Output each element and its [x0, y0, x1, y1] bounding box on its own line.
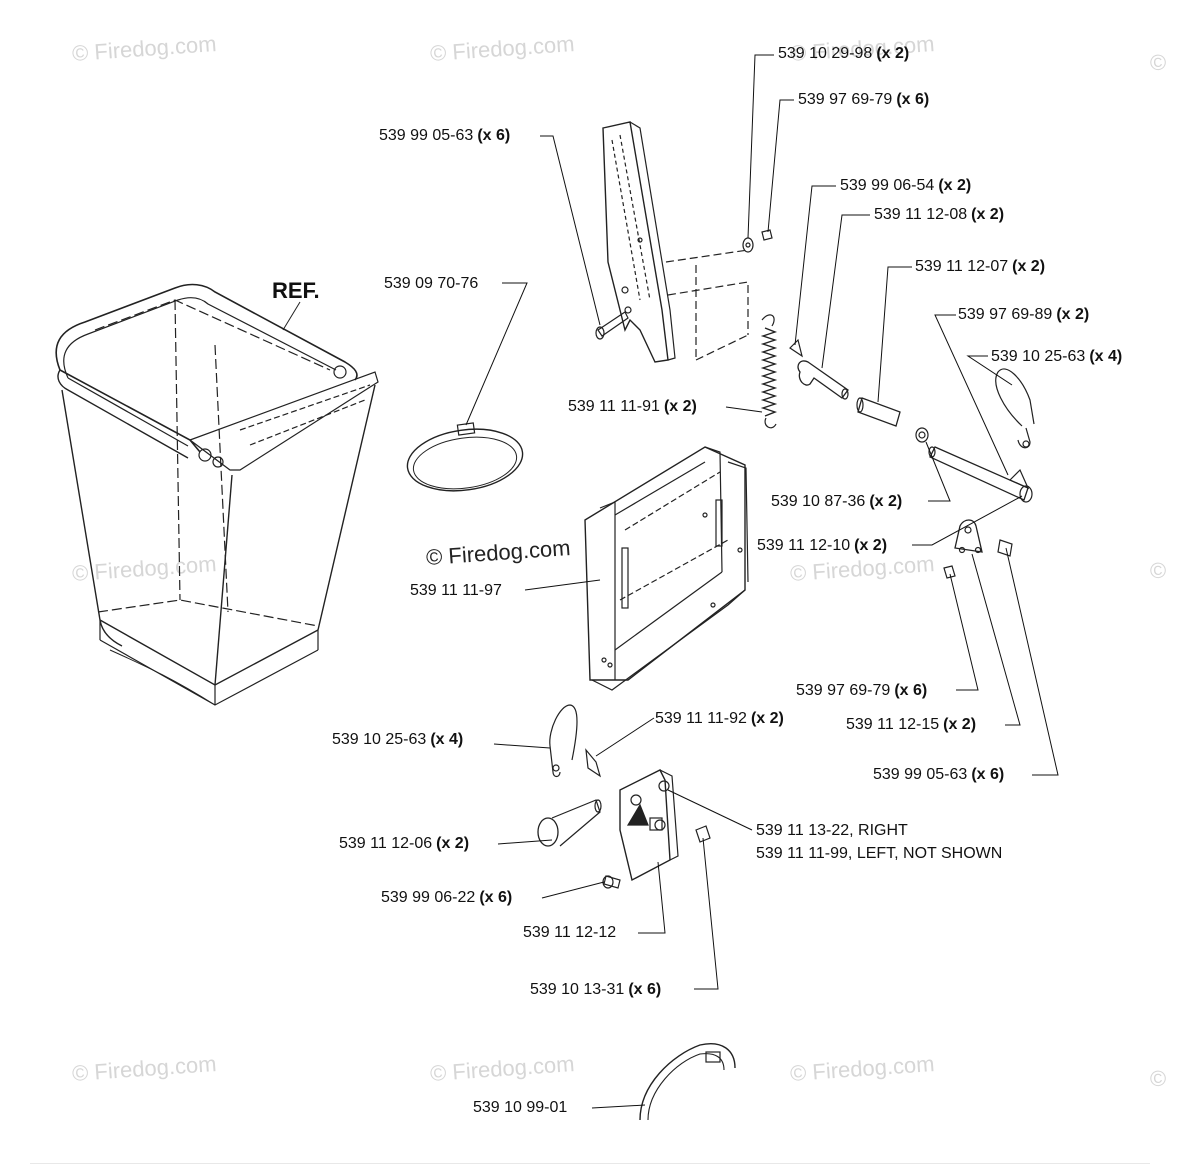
callout-539-10-25-63-lower: 539 10 25-63(x 4)	[332, 732, 463, 748]
callout-539-10-29-98: 539 10 29-98(x 2)	[778, 46, 909, 62]
part-number: 539 10 13-31	[530, 981, 625, 998]
quantity: (x 4)	[1089, 348, 1123, 365]
hose-clamp-lower	[639, 1043, 736, 1121]
hair-pin	[789, 338, 803, 358]
bolt-upper	[595, 311, 629, 340]
part-number: 539 11 11-99, LEFT, NOT SHOWN	[756, 845, 1003, 862]
quantity: (x 2)	[1012, 258, 1046, 275]
nut-right	[943, 565, 956, 579]
hair-pin-lower	[585, 748, 602, 778]
callout-539-99-06-54: 539 99 06-54(x 2)	[840, 178, 971, 194]
callout-539-97-69-89: 539 97 69-89(x 2)	[958, 307, 1089, 323]
callout-539-99-05-63-lower: 539 99 05-63(x 6)	[873, 767, 1004, 783]
part-number: 539 10 99-01	[473, 1099, 568, 1116]
callout-539-11-12-15: 539 11 12-15(x 2)	[846, 717, 976, 733]
quantity: (x 6)	[971, 766, 1005, 783]
callout-539-11-12-06: 539 11 12-06(x 2)	[339, 836, 469, 852]
hose-clamp-upper	[406, 422, 524, 492]
part-number: 539 11 12-12	[523, 924, 617, 941]
cotter-pin	[1008, 468, 1030, 490]
quantity: (x 2)	[854, 537, 888, 554]
quantity: (x 6)	[628, 981, 662, 998]
collection-bag	[55, 283, 379, 706]
part-number: 539 11 13-22, RIGHT	[756, 822, 908, 839]
part-number: 539 99 05-63	[379, 127, 474, 144]
bolt-right	[997, 539, 1013, 557]
part-number: 539 10 29-98	[778, 45, 873, 62]
bent-rod	[797, 360, 849, 400]
callout-539-11-11-91: 539 11 11-91(x 2)	[568, 399, 697, 415]
callout-539-97-69-79-lower: 539 97 69-79(x 6)	[796, 683, 927, 699]
quantity: (x 2)	[943, 716, 977, 733]
callout-539-11-12-10: 539 11 12-10(x 2)	[757, 538, 887, 554]
part-number: 539 97 69-79	[796, 682, 891, 699]
bottom-rule	[30, 1163, 1150, 1164]
part-number: 539 99 06-54	[840, 177, 935, 194]
part-number: 539 97 69-79	[798, 91, 893, 108]
callout-539-11-11-92: 539 11 11-92(x 2)	[655, 711, 784, 727]
part-number: 539 97 69-89	[958, 306, 1053, 323]
callout-539-10-87-36: 539 10 87-36(x 2)	[771, 494, 902, 510]
mount-plate	[602, 121, 749, 363]
quantity: (x 2)	[750, 710, 784, 727]
quantity: (x 2)	[663, 398, 697, 415]
callout-539-11-12-08: 539 11 12-08(x 2)	[874, 207, 1004, 223]
callout-539-10-25-63-upper: 539 10 25-63(x 4)	[991, 349, 1122, 365]
quantity: (x 6)	[894, 682, 928, 699]
callout-539-09-70-76: 539 09 70-76	[384, 276, 482, 292]
quantity: (x 2)	[1056, 306, 1090, 323]
washer-upper	[742, 237, 754, 253]
part-number: 539 99 05-63	[873, 766, 968, 783]
part-number: 539 11 12-10	[757, 537, 851, 554]
callout-539-11-12-12: 539 11 12-12	[523, 925, 616, 941]
side-bracket	[619, 769, 679, 882]
ref-label: REF.	[272, 278, 320, 303]
callout-539-97-69-79-upper: 539 97 69-79(x 6)	[798, 92, 929, 108]
long-rod	[928, 446, 1033, 503]
part-number: 539 11 12-08	[874, 206, 968, 223]
callout-539-11-13-22: 539 11 13-22, RIGHT	[756, 823, 908, 839]
callout-539-10-99-01: 539 10 99-01	[473, 1100, 567, 1116]
callout-539-11-11-99: 539 11 11-99, LEFT, NOT SHOWN	[756, 846, 1002, 862]
callout-539-11-12-07: 539 11 12-07(x 2)	[915, 259, 1045, 275]
pivot-pin	[537, 799, 602, 847]
quantity: (x 2)	[876, 45, 910, 62]
part-number: 539 10 25-63	[991, 348, 1086, 365]
part-number: 539 09 70-76	[384, 275, 479, 292]
nut-lower	[695, 825, 711, 843]
part-number: 539 10 87-36	[771, 493, 866, 510]
leader-lines	[465, 54, 1059, 1109]
quantity: (x 2)	[436, 835, 470, 852]
quantity: (x 4)	[430, 731, 464, 748]
part-number: 539 11 11-91	[568, 398, 660, 415]
frame-plate	[584, 446, 749, 691]
part-number: 539 99 06-22	[381, 889, 476, 906]
quantity: (x 2)	[938, 177, 972, 194]
bolt-lower	[602, 875, 621, 889]
part-number: 539 10 25-63	[332, 731, 427, 748]
part-number: 539 11 12-07	[915, 258, 1009, 275]
part-number: 539 11 11-92	[655, 710, 747, 727]
nut-upper	[761, 229, 773, 241]
quantity: (x 2)	[971, 206, 1005, 223]
lynch-pin-lower	[549, 704, 578, 778]
bushing	[856, 397, 901, 427]
quantity: (x 6)	[477, 127, 511, 144]
small-bushing	[915, 427, 929, 443]
part-number: 539 11 12-06	[339, 835, 433, 852]
callout-539-11-11-97: 539 11 11-97	[410, 583, 506, 599]
lynch-pin-upper	[995, 368, 1035, 449]
pivot-bracket	[954, 519, 983, 554]
part-number: 539 11 11-97	[410, 582, 502, 599]
quantity: (x 6)	[896, 91, 930, 108]
callout-539-99-05-63-upper: 539 99 05-63(x 6)	[379, 128, 510, 144]
callout-539-99-06-22: 539 99 06-22(x 6)	[381, 890, 512, 906]
quantity: (x 2)	[869, 493, 903, 510]
quantity: (x 6)	[479, 889, 513, 906]
callout-539-10-13-31: 539 10 13-31(x 6)	[530, 982, 661, 998]
part-number: 539 11 12-15	[846, 716, 940, 733]
spring	[760, 314, 778, 429]
